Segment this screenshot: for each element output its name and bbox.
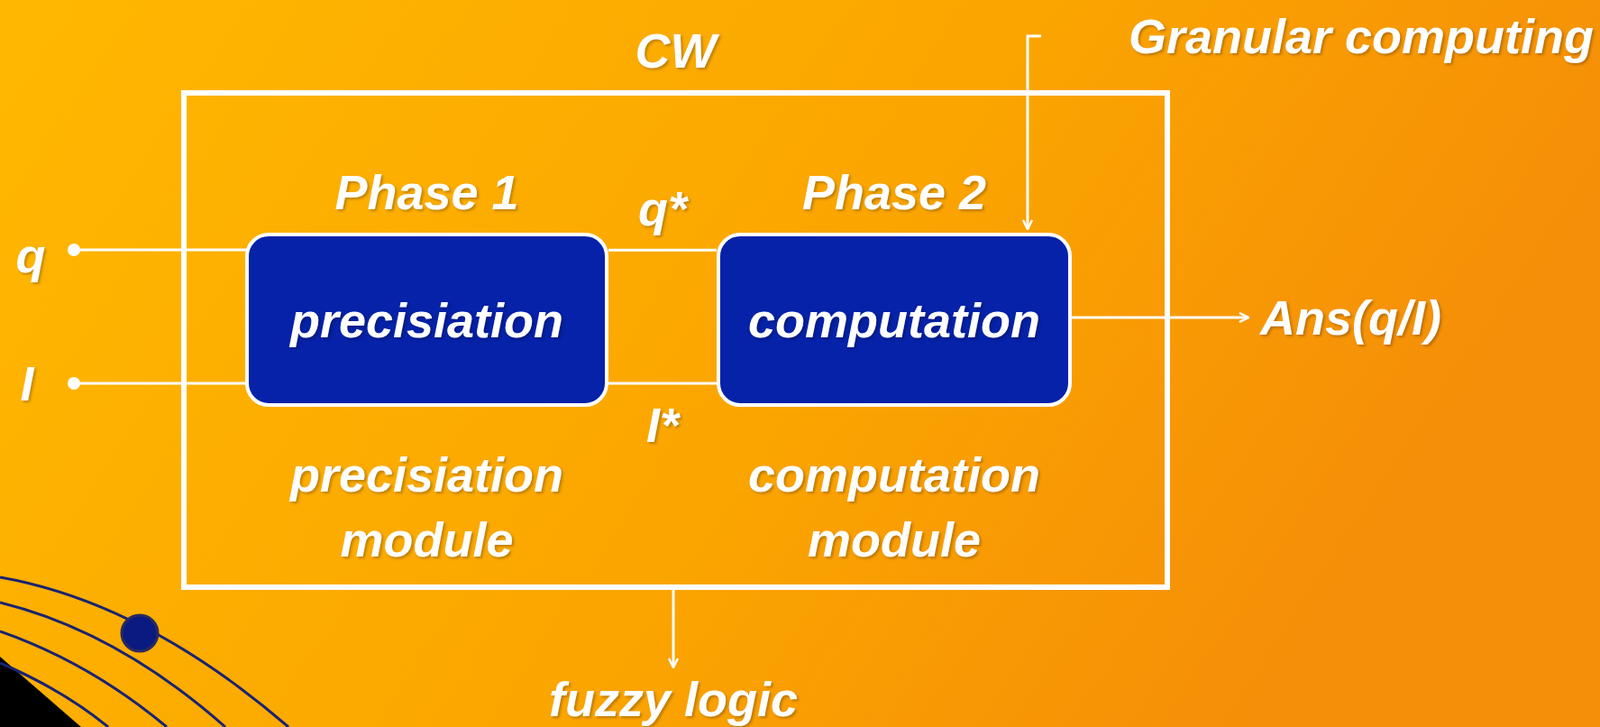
phase-heading: Phase 1: [248, 164, 605, 220]
callout-label: fuzzy logic: [548, 671, 798, 726]
input-label: q: [16, 228, 46, 283]
signal-label: I*: [646, 397, 679, 452]
granular-leader: [1027, 36, 1042, 229]
input-label: I: [19, 356, 34, 411]
precisiation-box: Phase 1precisiationprecisiation module: [245, 232, 609, 407]
decor-curves: [0, 576, 289, 727]
callout-label: Granular computing: [1128, 9, 1594, 64]
module-caption: precisiation module: [248, 441, 605, 572]
fuzzy-leader: [672, 589, 676, 668]
output-label: Ans(q/I): [1260, 290, 1442, 345]
computation-box: Phase 2computationcomputation module: [716, 232, 1072, 407]
module-caption: computation module: [720, 441, 1069, 572]
box-label: computation: [748, 292, 1041, 348]
phase-heading: CW: [186, 23, 1165, 78]
cw-system-box: CWPhase 1precisiationprecisiation module…: [181, 90, 1171, 590]
phase-heading: Phase 2: [720, 164, 1069, 220]
output-arrow: [1063, 316, 1249, 320]
connector: [608, 381, 717, 384]
box-label: precisiation: [290, 292, 564, 348]
signal-label: q*: [638, 181, 687, 236]
input-wires: [67, 243, 247, 390]
connector: [608, 248, 717, 252]
